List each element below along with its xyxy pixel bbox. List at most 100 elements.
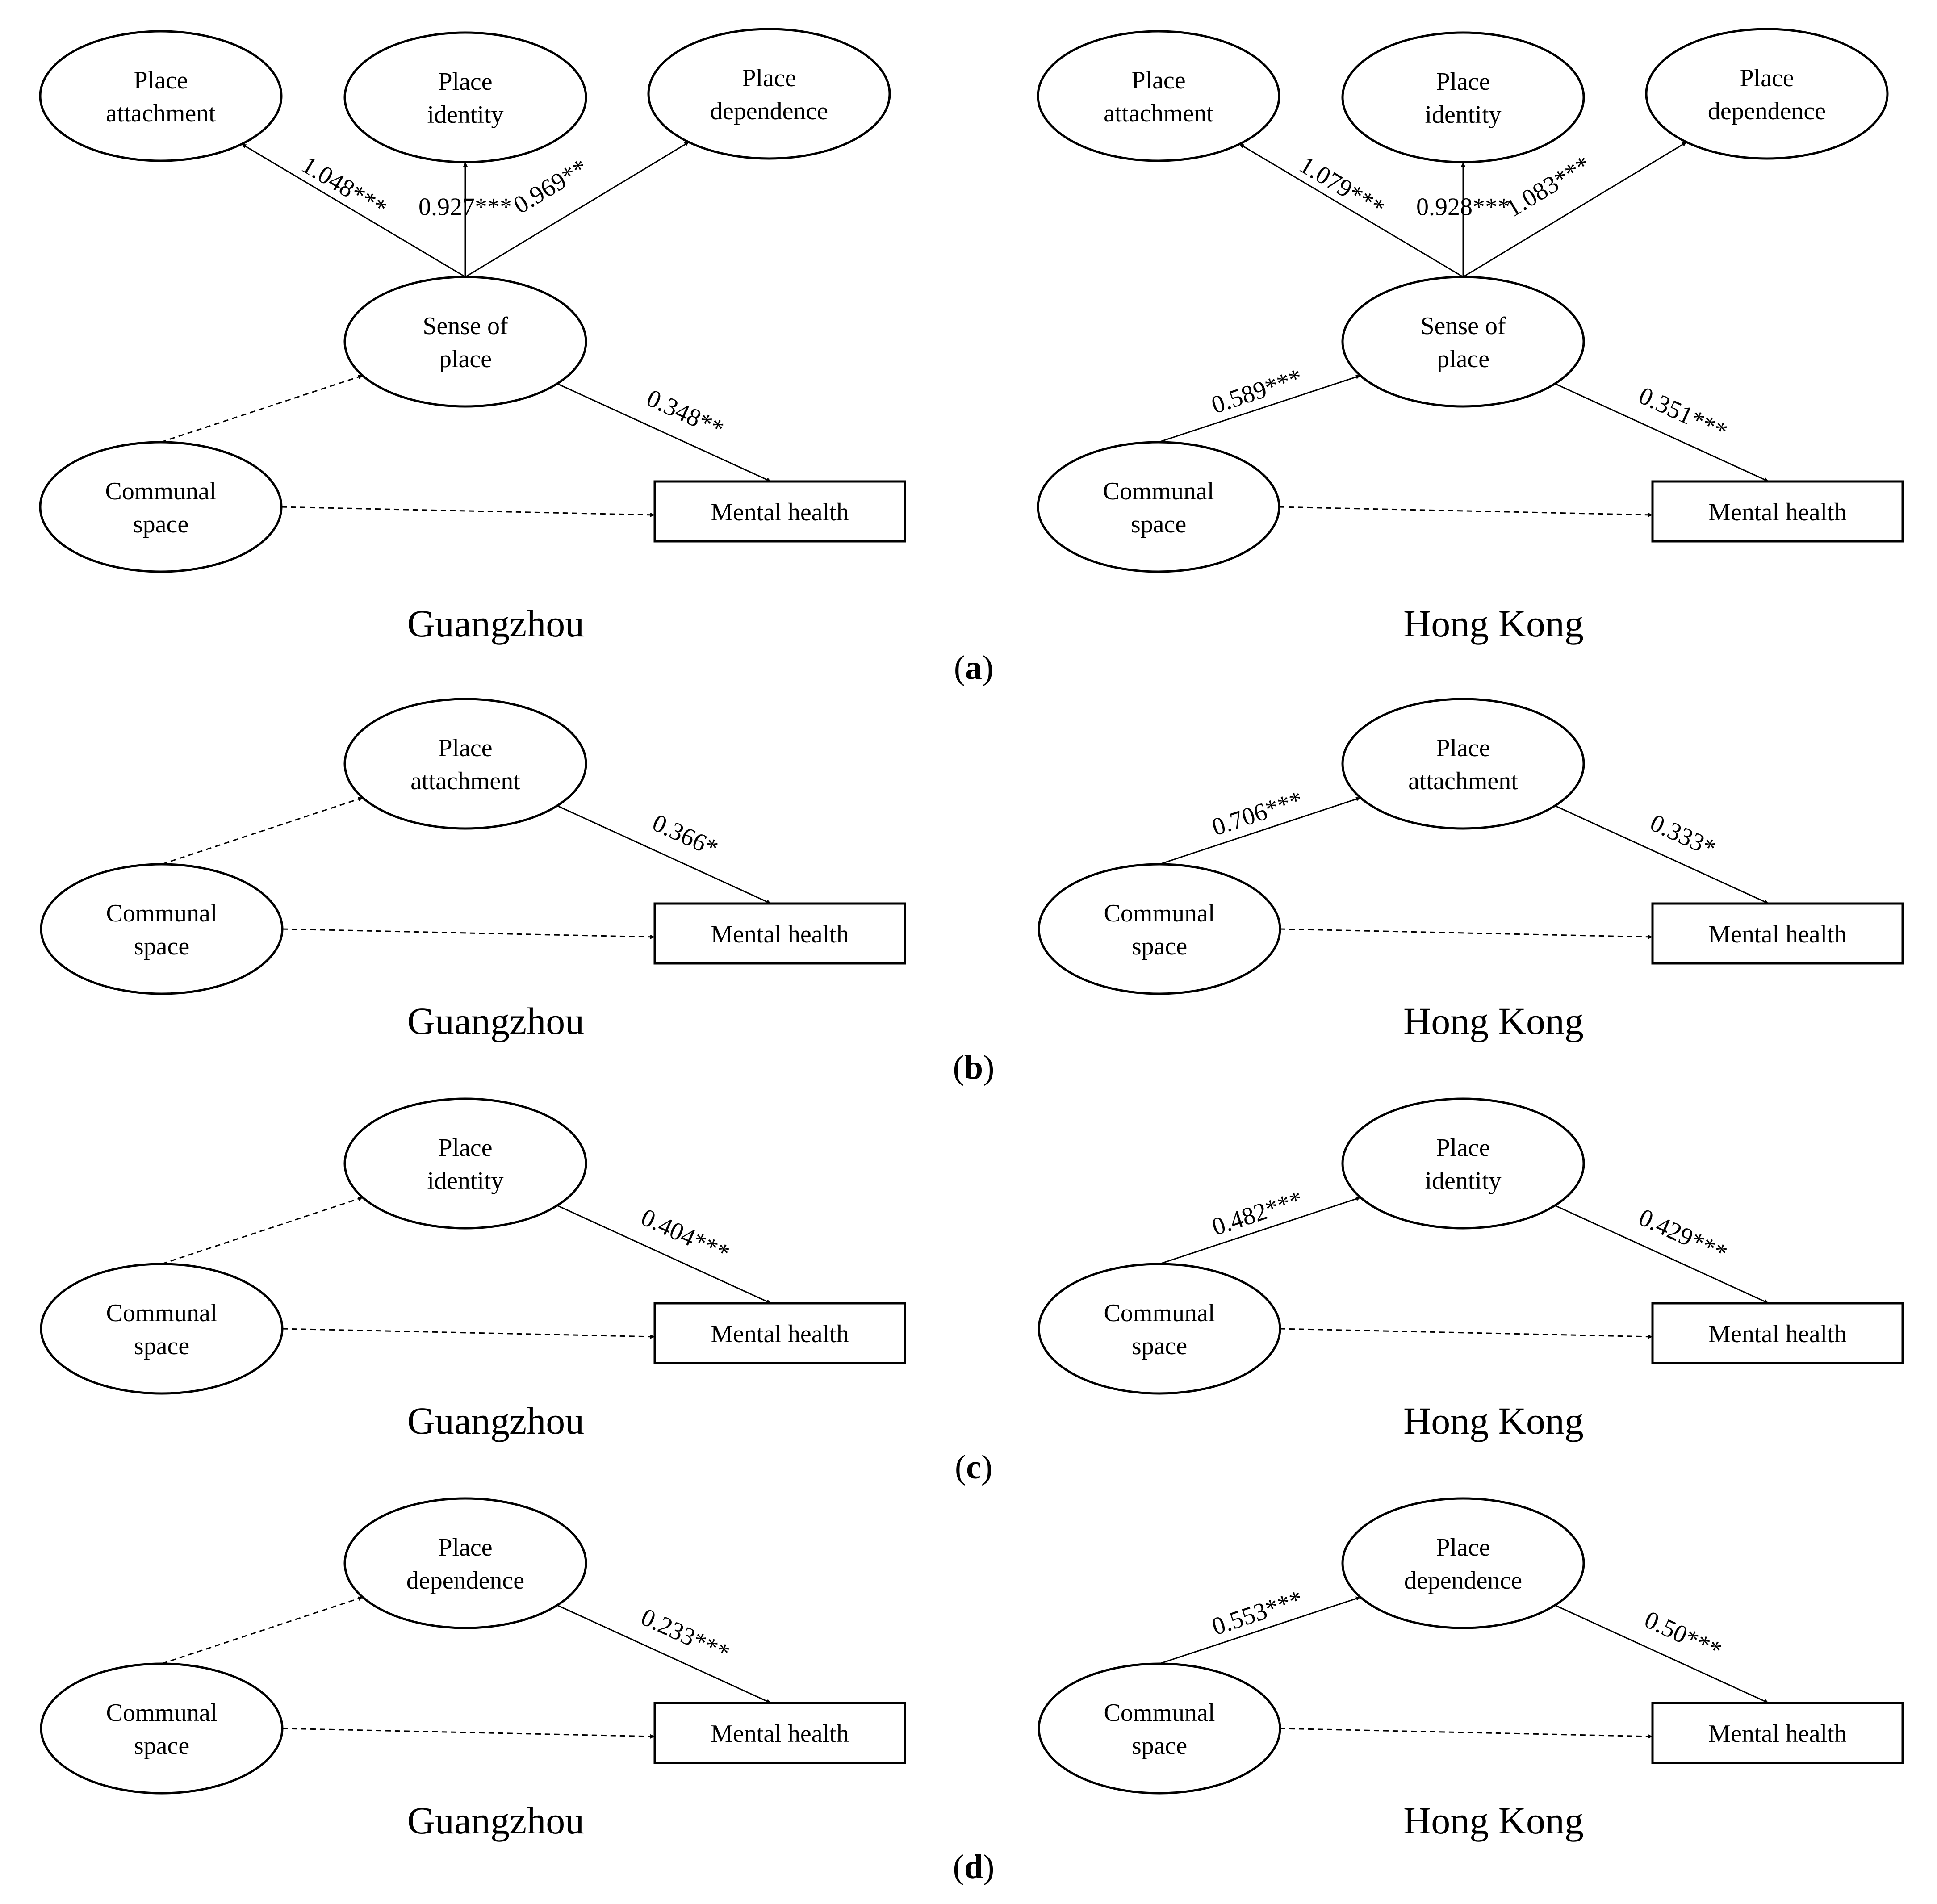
city-caption: Guangzhou xyxy=(407,1799,584,1842)
communal-space-ellipse xyxy=(40,1263,284,1395)
panel-label-a: (a) xyxy=(954,649,994,686)
communal-space-label-line-1: Communal xyxy=(106,900,218,927)
mental-health-node: Mental health xyxy=(1651,902,1904,965)
mental-health-label-line-1: Mental health xyxy=(1708,1720,1846,1748)
communal-space-label-line-1: Communal xyxy=(105,477,217,505)
mediator-to-mental-health-arrow xyxy=(556,1205,771,1304)
place-dependence-ellipse xyxy=(1645,28,1889,160)
communal-space-node: Communal space xyxy=(40,1263,284,1395)
communal-to-mental-health-arrow xyxy=(282,1328,655,1339)
mental-health-box xyxy=(1651,480,1904,543)
place-dependence-ellipse xyxy=(647,28,891,160)
place-identity-label-line-2: identity xyxy=(1425,101,1501,129)
mediator-ellipse xyxy=(1341,698,1585,830)
communal-space-label-line-1: Communal xyxy=(1104,1299,1215,1327)
communal-space-ellipse xyxy=(1038,863,1281,995)
communal-space-label-line-2: space xyxy=(134,1332,189,1360)
city-caption: Guangzhou xyxy=(407,1399,584,1442)
mediator-label-line-1: Place xyxy=(438,734,492,762)
mental-health-node: Mental health xyxy=(1651,1302,1904,1364)
mediator-label-line-2: dependence xyxy=(1404,1567,1522,1594)
mediator-to-mental-health-coefficient: 0.233*** xyxy=(637,1603,734,1667)
communal-to-mediator-arrow xyxy=(1159,797,1361,865)
communal-space-label-line-1: Communal xyxy=(106,1299,218,1327)
communal-space-label-line-1: Communal xyxy=(106,1699,218,1727)
place-identity-ellipse xyxy=(343,31,587,163)
sense-to-attachment-coefficient: 1.079*** xyxy=(1295,151,1389,223)
mental-health-label-line-1: Mental health xyxy=(711,1720,849,1748)
communal-space-label-line-2: space xyxy=(1132,1732,1187,1760)
communal-to-mental-health-arrow xyxy=(281,506,655,517)
mediator-to-mental-health-coefficient: 0.404*** xyxy=(637,1203,734,1268)
mediator-node: Sense of place xyxy=(1341,276,1585,408)
mediator-label-line-1: Place xyxy=(438,1534,492,1561)
sense-to-attachment-arrow xyxy=(241,143,466,278)
mental-health-box xyxy=(1651,1702,1904,1764)
communal-to-mediator-arrow xyxy=(1159,1596,1361,1665)
mediator-label-line-2: identity xyxy=(1425,1167,1501,1195)
city-caption: Hong Kong xyxy=(1403,1799,1584,1842)
mediator-ellipse xyxy=(343,276,587,408)
diagram-a-hong-kong: 1.079***0.928***1.083***0.589***0.351***… xyxy=(1037,28,1904,645)
place-attachment-label-line-2: attachment xyxy=(106,100,216,127)
place-identity-label-line-1: Place xyxy=(1436,68,1490,96)
communal-to-mediator-arrow xyxy=(160,375,363,443)
sense-to-dependence-coefficient: 0.969** xyxy=(509,154,593,219)
mediator-to-mental-health-coefficient: 0.348** xyxy=(643,384,728,443)
mediator-to-mental-health-arrow xyxy=(1554,1205,1769,1304)
communal-to-mediator-arrow xyxy=(161,1197,363,1265)
mediator-label-line-2: identity xyxy=(427,1167,503,1195)
place-dependence-label-line-1: Place xyxy=(742,64,796,92)
mediator-ellipse xyxy=(343,698,587,830)
sense-to-dependence-coefficient: 1.083*** xyxy=(1501,151,1596,223)
mediator-label-line-1: Sense of xyxy=(1420,312,1506,340)
mediator-label-line-1: Place xyxy=(1436,734,1490,762)
place-dependence-label-line-1: Place xyxy=(1740,64,1794,92)
mental-health-node: Mental health xyxy=(653,1302,906,1364)
mental-health-box xyxy=(653,1702,906,1764)
diagram-b-hong-kong: 0.706***0.333*PlaceattachmentCommunalspa… xyxy=(1038,698,1904,1042)
communal-to-mediator-coefficient: 0.589*** xyxy=(1208,364,1306,419)
communal-to-mental-health-arrow xyxy=(1280,1728,1653,1739)
mental-health-node: Mental health xyxy=(653,480,906,543)
sense-to-attachment-arrow xyxy=(1239,143,1464,278)
communal-space-ellipse xyxy=(1038,1263,1281,1395)
mediator-label-line-2: dependence xyxy=(406,1567,524,1594)
place-identity-label-line-1: Place xyxy=(438,68,492,96)
mental-health-label-line-1: Mental health xyxy=(711,921,849,948)
mediator-label-line-2: place xyxy=(1437,345,1489,373)
communal-to-mediator-arrow xyxy=(1158,375,1361,443)
mediator-label-line-2: attachment xyxy=(410,767,520,795)
mediator-ellipse xyxy=(343,1497,587,1629)
communal-space-label-line-1: Communal xyxy=(1103,477,1214,505)
panel-label-d: (d) xyxy=(953,1848,995,1886)
mental-health-box xyxy=(653,1302,906,1364)
panel-label-b: (b) xyxy=(953,1049,995,1086)
mental-health-box xyxy=(1651,902,1904,965)
mediator-to-mental-health-coefficient: 0.429*** xyxy=(1635,1203,1732,1268)
place-identity-ellipse xyxy=(1341,31,1585,163)
mental-health-box xyxy=(653,480,906,543)
mediator-to-mental-health-arrow xyxy=(556,805,771,904)
mediator-label-line-1: Place xyxy=(1436,1534,1490,1561)
communal-space-label-line-2: space xyxy=(133,511,188,538)
communal-space-label-line-2: space xyxy=(1131,511,1186,538)
city-caption: Hong Kong xyxy=(1403,1000,1584,1042)
